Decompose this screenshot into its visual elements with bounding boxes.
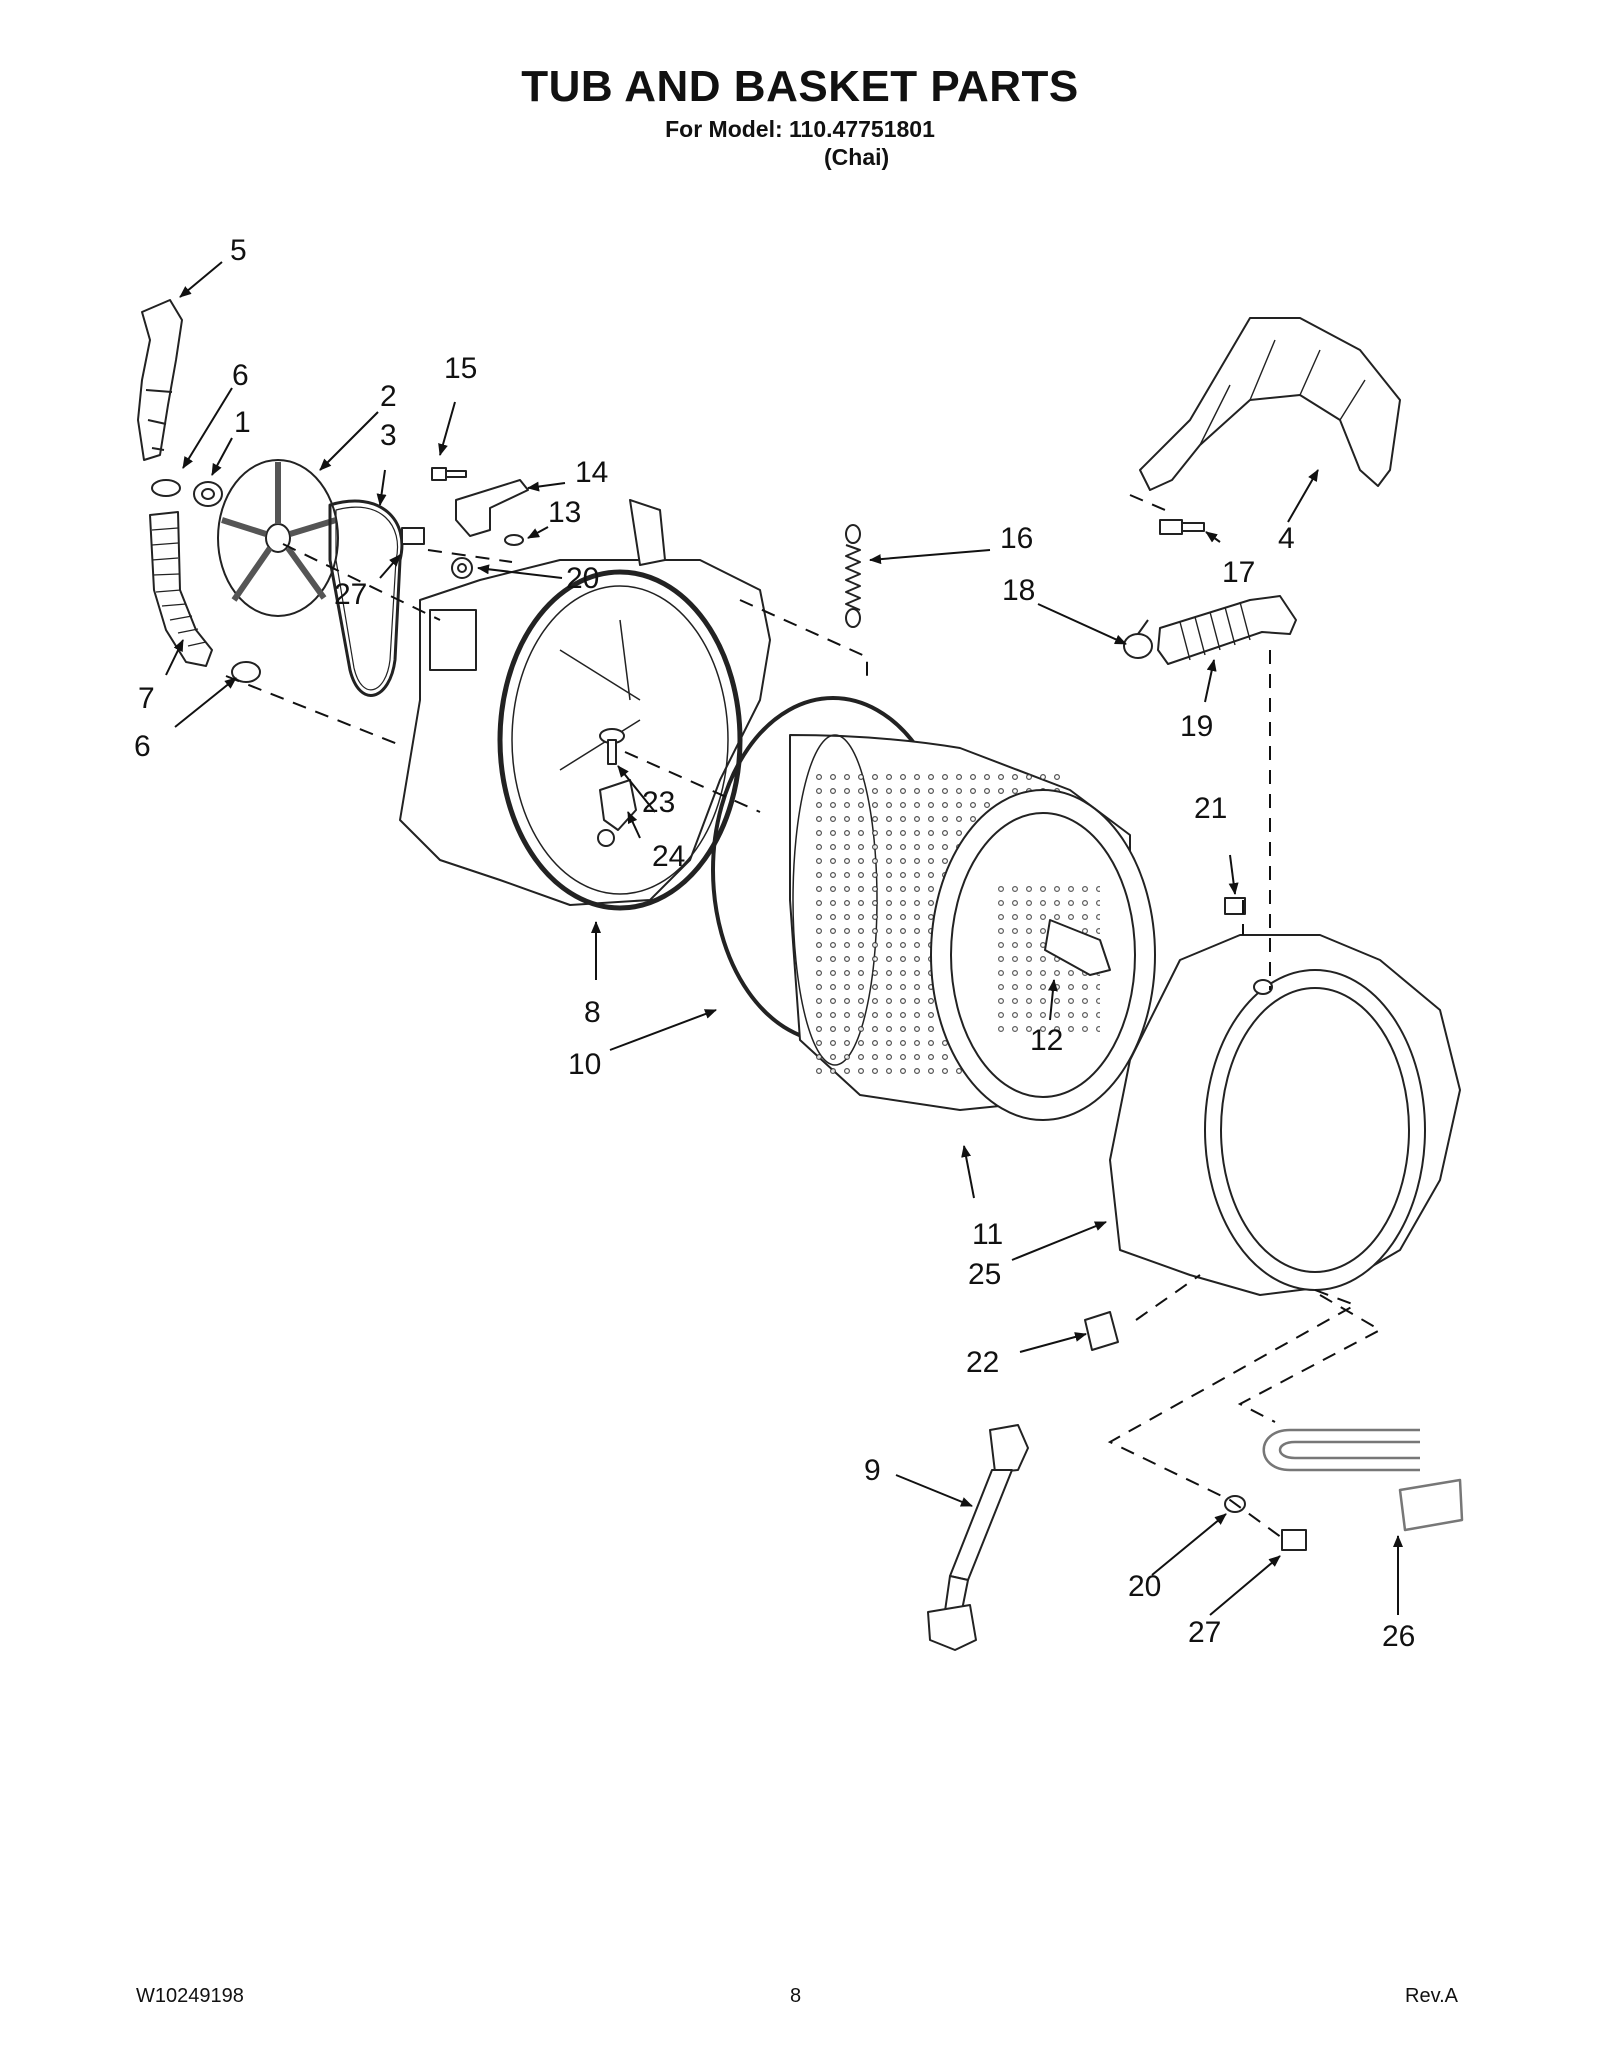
leader-arrows (165, 261, 1403, 1616)
callout-2: 2 (380, 380, 397, 413)
part-19-bellows-hose (1157, 595, 1297, 665)
part-26-heater (1262, 1428, 1464, 1532)
part-1-nut (193, 481, 223, 507)
part-7-hose (149, 511, 213, 667)
callout-27-bottom: 27 (1188, 1616, 1221, 1649)
callout-10: 10 (568, 1048, 601, 1081)
part-27-sensor-top (401, 527, 425, 545)
callout-26: 26 (1382, 1620, 1415, 1653)
part-18-clamp (1123, 619, 1153, 659)
callout-22: 22 (966, 1346, 999, 1379)
part-8-rear-tub (399, 499, 771, 911)
part-6-clamp-bottom (231, 661, 261, 683)
part-6-clamp-top (151, 479, 181, 497)
callout-3: 3 (380, 419, 397, 452)
part-3-belt (328, 499, 404, 697)
part-17-bolt (1159, 519, 1205, 535)
callout-21: 21 (1194, 792, 1227, 825)
part-2-pulley (217, 459, 339, 617)
callout-11: 11 (972, 1218, 1003, 1251)
part-16-spring (845, 524, 861, 628)
part-11-basket (789, 734, 1156, 1121)
callout-14: 14 (575, 456, 608, 489)
callout-13: 13 (548, 496, 581, 529)
model-line: For Model: 110.47751801 (665, 116, 935, 142)
callout-7: 7 (138, 682, 155, 715)
part-20-grommet-top (451, 557, 473, 579)
part-27-sensor-bottom (1281, 1529, 1307, 1551)
callout-16: 16 (1000, 522, 1033, 555)
callout-25: 25 (968, 1258, 1001, 1291)
callout-18: 18 (1002, 574, 1035, 607)
callout-15: 15 (444, 352, 477, 385)
part-24-washer (597, 829, 615, 847)
callout-4: 4 (1278, 522, 1295, 555)
assembly-dashed-lines (225, 494, 1383, 1541)
revision-label: Rev.A (1405, 1985, 1458, 2007)
callout-27-top: 27 (334, 578, 367, 611)
callout-1: 1 (234, 406, 251, 439)
model-subtitle: (Chai) (824, 144, 890, 170)
callout-8: 8 (584, 996, 601, 1029)
document-number: W10249198 (136, 1985, 244, 2007)
callout-20-top: 20 (566, 562, 599, 595)
part-25-front-tub (1109, 934, 1461, 1296)
part-15-bolt (431, 467, 467, 481)
callout-24: 24 (652, 840, 685, 873)
page-title: TUB AND BASKET PARTS (521, 62, 1079, 111)
page-number: 8 (790, 1985, 802, 2007)
part-24-clip (599, 779, 637, 831)
callout-20-bottom: 20 (1128, 1570, 1161, 1603)
part-4-counterweight (1139, 317, 1401, 491)
part-12-baffle (1044, 919, 1111, 976)
callout-6-bottom: 6 (134, 730, 151, 763)
part-9-damper (927, 1424, 1029, 1651)
part-13-o-ring (504, 534, 524, 546)
part-22-pad (1084, 1311, 1119, 1351)
callout-23: 23 (642, 786, 675, 819)
callout-5: 5 (230, 234, 247, 267)
callout-19: 19 (1180, 710, 1213, 743)
part-21-clip (1224, 897, 1246, 915)
part-5-hose-connector (137, 299, 183, 461)
callout-6-top: 6 (232, 359, 249, 392)
part-23-screw (599, 728, 625, 765)
callout-17: 17 (1222, 556, 1255, 589)
callout-9: 9 (864, 1454, 881, 1487)
callout-12: 12 (1030, 1024, 1063, 1057)
part-14-bracket (455, 479, 529, 537)
